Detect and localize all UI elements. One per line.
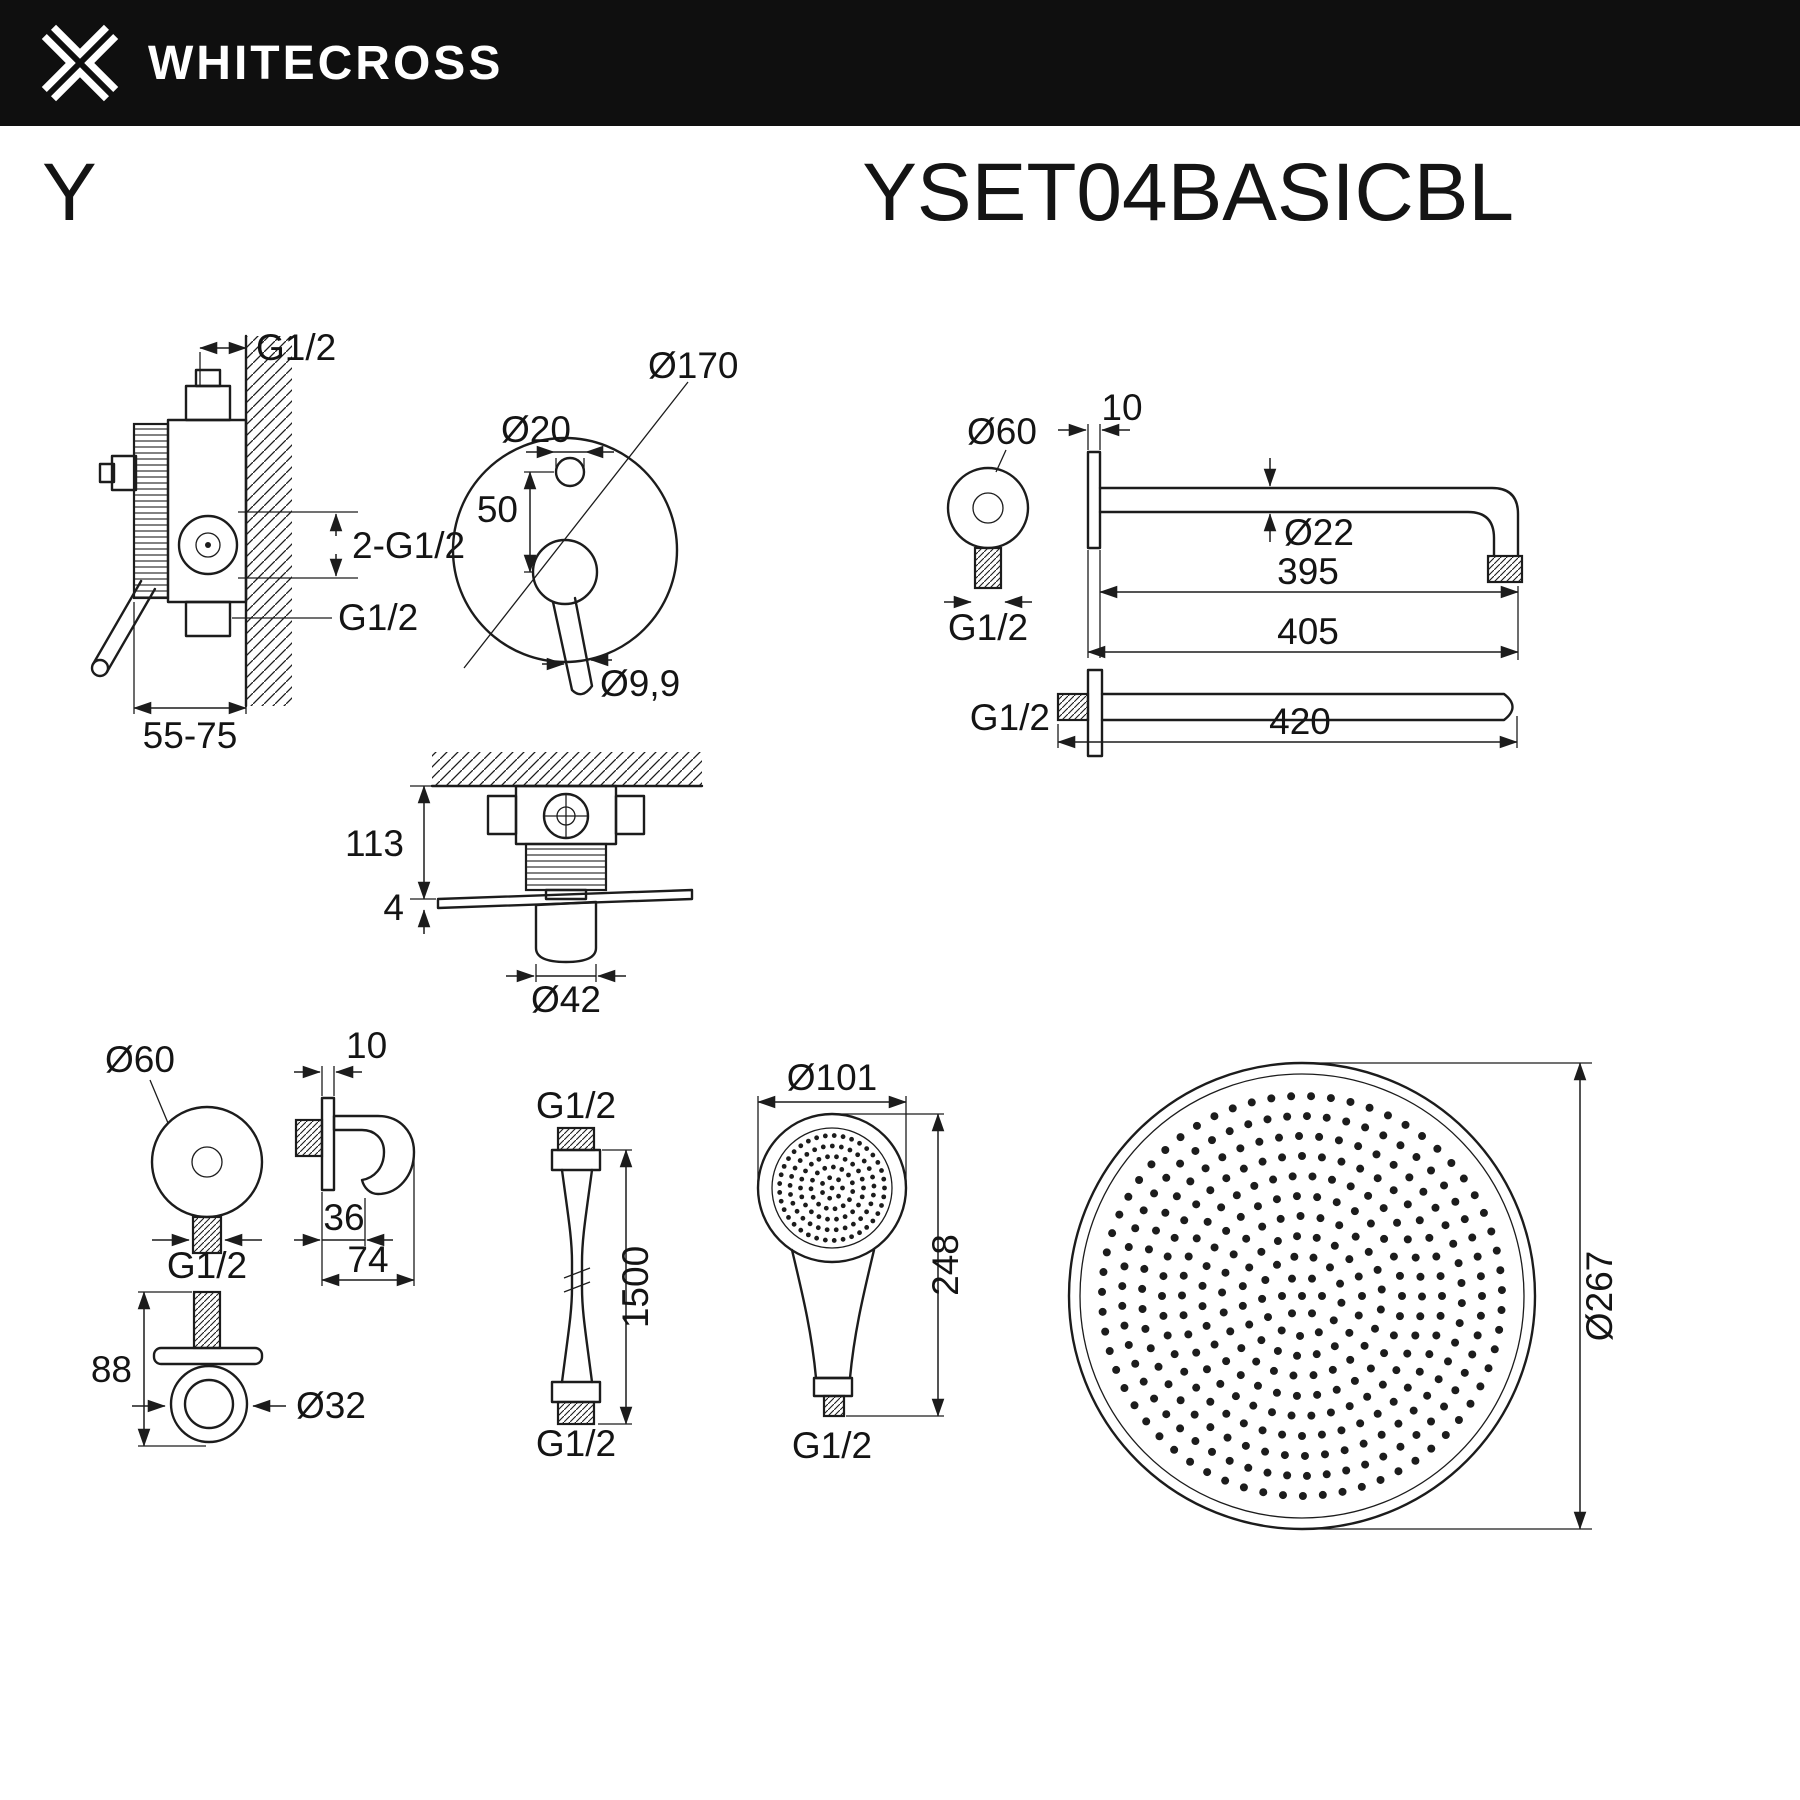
outlet-hook-diameter-label: Ø32 — [296, 1385, 366, 1426]
brand-banner: WHITECROSS — [0, 0, 1800, 126]
arm-flange-thickness-label: 10 — [1101, 387, 1142, 428]
mixer-side-thread-bottom-label: G1/2 — [338, 597, 418, 638]
rain-head-view: Ø267 — [1067, 1061, 1620, 1531]
mixer-front-view: Ø170 Ø20 50 Ø9,9 — [451, 345, 739, 704]
arm-tube-diameter-label: Ø22 — [1284, 512, 1354, 553]
hose-length-label: 1500 — [615, 1246, 656, 1328]
rain-head-nozzles — [1098, 1092, 1506, 1500]
diverter-diameter-label: Ø20 — [501, 409, 571, 450]
escutcheon-plate — [436, 888, 694, 910]
hand-shower-view: Ø101 248 G1/2 — [756, 1057, 966, 1466]
wall-hatch — [246, 336, 292, 706]
hose-thread-top-label: G1/2 — [536, 1085, 616, 1126]
arm-flange-thread-label: G1/2 — [948, 607, 1028, 648]
hose-view: G1/2 G1/2 1500 — [536, 1085, 656, 1464]
arm-length-total-label: 420 — [1269, 701, 1331, 742]
hand-shower-thread-label: G1/2 — [792, 1425, 872, 1466]
outlet-height-label: 88 — [91, 1349, 132, 1390]
mixer-side-view: G1/2 2-G1/2 G1/2 55-75 — [90, 327, 465, 756]
hand-shower-head-diameter-label: Ø101 — [787, 1057, 878, 1098]
plate-diameter-label: Ø170 — [648, 345, 739, 386]
model-number: YSET04BASICBL — [862, 147, 1514, 238]
outlet-flange-diameter-label: Ø60 — [105, 1039, 175, 1080]
hose-thread-bottom-label: G1/2 — [536, 1423, 616, 1464]
outlet-depth-total-label: 74 — [347, 1239, 388, 1280]
shower-arm-view: Ø60 G1/2 10 Ø22 395 405 — [944, 387, 1524, 758]
plate-lever — [551, 596, 594, 696]
brand-name: WHITECROSS — [148, 36, 504, 90]
mixer-side-thread-mid-label: 2-G1/2 — [352, 525, 465, 566]
holder-hook-side — [332, 1114, 416, 1196]
lever-diameter-label: Ø9,9 — [600, 663, 680, 704]
mixer-top-handle-diameter-label: Ø42 — [531, 979, 601, 1020]
whitecross-logo-icon — [39, 22, 121, 104]
lever-handle — [91, 579, 157, 674]
rain-head-diameter-label: Ø267 — [1579, 1251, 1620, 1342]
mixer-top-view: 113 4 Ø42 — [345, 752, 704, 1020]
arm-length-tube-label: 395 — [1277, 551, 1339, 592]
wall-outlet-view: Ø60 G1/2 88 Ø32 10 — [91, 1025, 416, 1447]
handle-body — [534, 900, 598, 964]
arm-flange-diameter-label: Ø60 — [967, 411, 1037, 452]
hand-shower-handle — [790, 1248, 876, 1380]
mixer-side-depth-label: 55-75 — [143, 715, 238, 756]
series-label: Y — [42, 147, 97, 238]
hand-shower-nozzles — [777, 1133, 887, 1243]
ceiling-hatch — [432, 752, 702, 786]
mixer-top-plate-thickness-label: 4 — [383, 887, 404, 928]
hand-shower-length-label: 248 — [925, 1234, 966, 1296]
outlet-plate-thickness-label: 10 — [346, 1025, 387, 1066]
outlet-depth-hook-label: 36 — [323, 1197, 364, 1238]
mixer-top-height-label: 113 — [345, 823, 404, 864]
mixer-side-thread-top-label: G1/2 — [256, 327, 336, 368]
outlet-thread-label: G1/2 — [167, 1245, 247, 1286]
arm-length-with-flange-label: 405 — [1277, 611, 1339, 652]
center-offset-label: 50 — [477, 489, 518, 530]
arm-thread-label: G1/2 — [970, 697, 1050, 738]
